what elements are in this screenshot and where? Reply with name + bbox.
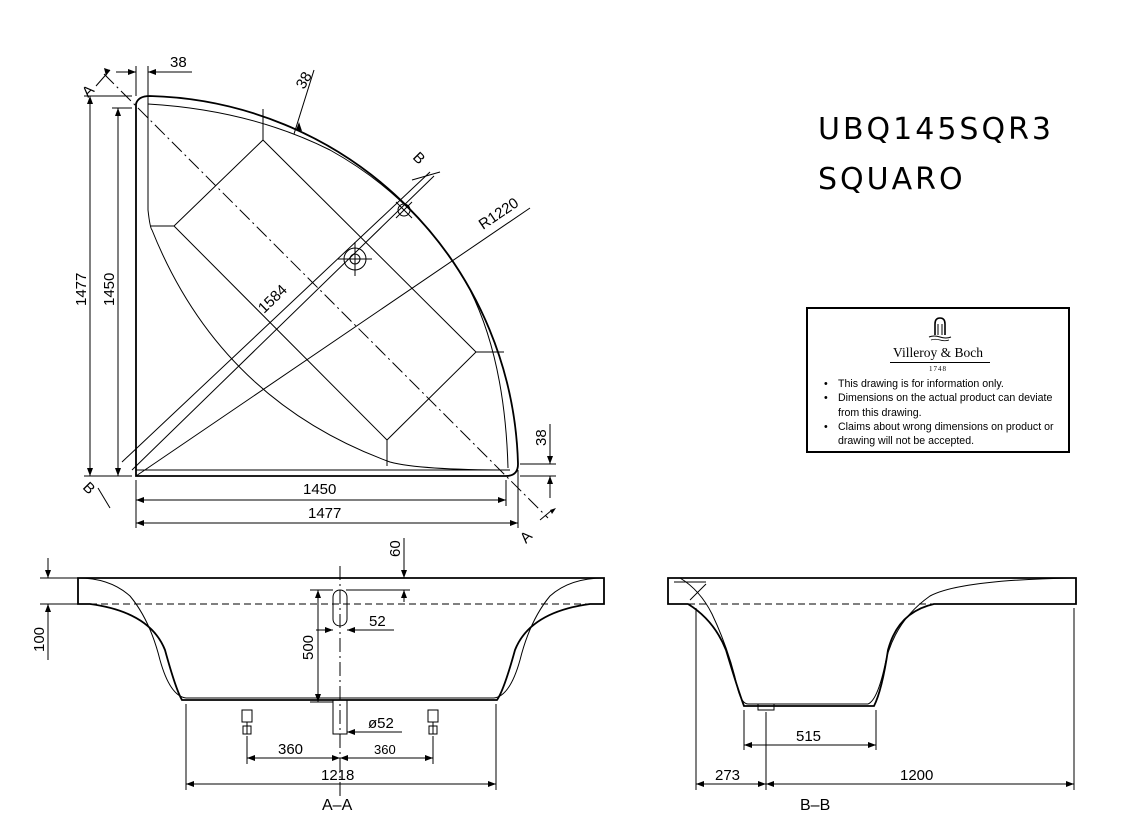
plan-inner-edge [147,100,511,471]
section-b-drain [757,703,775,711]
dim-drain-diameter: ø52 [368,715,394,732]
section-b-label: B–B [800,797,830,814]
radius-label: R1220 [476,195,522,234]
dim-overflow-offset: 52 [369,613,386,630]
brand-divider [890,362,990,363]
section-a-view: 100 60 52 500 ø52 360 360 [31,538,605,814]
dim-leg-left: 360 [278,741,303,758]
disclaimer-item: Dimensions on the actual product can dev… [822,391,1066,420]
dim-base-width-a: 1218 [321,767,354,784]
dim-height-inner: 1450 [101,273,118,306]
section-a-leg-right [427,709,439,735]
section-line-a [103,73,549,519]
dim-base-width-b: 515 [796,728,821,745]
dim-width-outer: 1477 [308,505,341,522]
section-a-outline [77,577,605,701]
dim-depth: 500 [300,635,317,660]
brand-name: Villeroy & Boch [893,345,983,360]
series-name: SQUARO [818,162,966,197]
dim-rim-height: 100 [31,627,48,652]
section-mark-a-top: A [79,82,98,101]
overflow-circle [397,203,411,217]
dim-right-offset: 38 [533,429,550,446]
section-mark-a-bottom: A [517,528,536,547]
dim-height-outer: 1477 [73,273,90,306]
disclaimer-list: This drawing is for information only. Di… [822,377,1066,448]
section-mark-b-bottom: B [79,479,98,498]
section-b-outline [667,577,1077,707]
dim-top-offset: 38 [170,54,187,71]
plan-view: A A B B R1220 1584 38 38 1477 [73,54,556,547]
section-mark-b-top: B [409,149,428,168]
section-b-view: 515 273 1200 B–B [667,577,1077,814]
section-line-b [121,171,431,463]
dim-rim-width: 38 [293,69,316,92]
dim-leg-right: 360 [374,742,396,757]
plan-outer-rim [135,95,519,477]
dim-offset-b: 273 [715,767,740,784]
villeroy-boch-logo-icon [928,317,952,342]
dim-length-b: 1200 [900,767,933,784]
brand-year: 1748 [929,365,947,373]
disclaimer-box: Villeroy & Boch 1748 This drawing is for… [806,307,1070,453]
disclaimer-item: Claims about wrong dimensions on product… [822,420,1066,449]
dim-width-inner: 1450 [303,481,336,498]
dim-rim-offset: 60 [387,540,404,557]
disclaimer-item: This drawing is for information only. [822,377,1066,392]
section-a-leg-left [241,709,253,735]
radius-line [135,207,531,477]
section-a-label: A–A [322,797,353,814]
plan-seat-panel [173,139,477,441]
diagonal-label: 1584 [255,281,291,316]
model-number: UBQ145SQR3 [818,112,1054,147]
